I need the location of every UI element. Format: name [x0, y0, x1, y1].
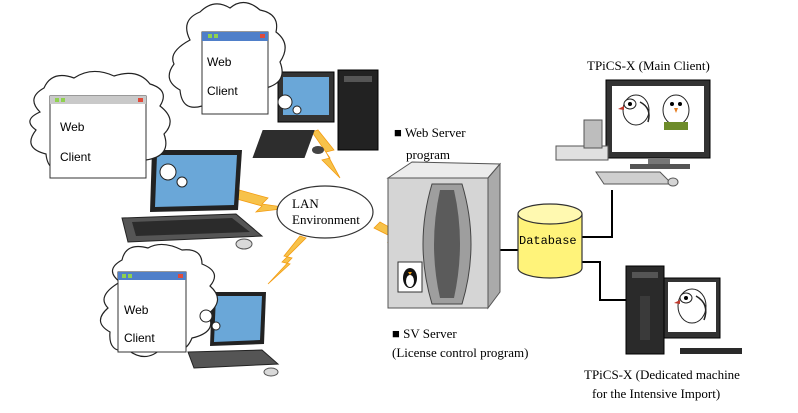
bird-mascot-icon — [674, 288, 707, 324]
web-client-top-line2: Client — [207, 84, 238, 98]
main-client-pc — [555, 79, 711, 187]
db-to-main-client-line — [580, 190, 613, 238]
database-cylinder: Database — [517, 203, 583, 279]
laptop-base — [187, 349, 280, 369]
server-machine — [386, 161, 502, 310]
window-titlebar — [202, 32, 268, 41]
web-client-bottom-line2: Client — [124, 331, 155, 345]
lan-label-line2: Environment — [292, 212, 360, 227]
browser-window — [117, 271, 187, 353]
lightning-bolt-top — [311, 129, 341, 179]
web-client-cloud-top: Web Client — [168, 1, 302, 115]
keyboard-icon — [680, 348, 742, 354]
db-to-dedicated-line — [580, 261, 628, 301]
window-titlebar — [50, 96, 146, 104]
client-laptop-bottom — [187, 292, 280, 377]
window-titlebar — [118, 272, 186, 280]
mouse-icon — [235, 238, 253, 250]
keyboard-icon — [252, 130, 315, 158]
mouse-icon — [312, 146, 324, 154]
mouse-icon — [263, 367, 279, 377]
lan-environment: LAN Environment — [276, 185, 374, 239]
database-label: Database — [519, 234, 577, 248]
mouse-icon — [667, 177, 679, 187]
dedicated-label-line2: for the Intensive Import) — [592, 386, 720, 401]
lan-ellipse — [276, 185, 374, 239]
browser-window — [49, 95, 147, 179]
web-client-bottom-line1: Web — [124, 303, 149, 317]
bird-mascot-icon — [662, 94, 690, 130]
web-client-cloud-left: Web Client — [29, 70, 188, 188]
web-client-cloud-bottom: Web Client — [99, 243, 221, 358]
sv-server-label-line1: ■ SV Server — [392, 326, 457, 341]
lightning-bolt-bottom — [267, 235, 307, 285]
sv-server-label-line2: (License control program) — [392, 345, 528, 360]
web-client-left-line2: Client — [60, 150, 91, 164]
browser-window — [201, 31, 269, 115]
web-client-top-line1: Web — [207, 55, 232, 69]
dedicated-pc — [625, 265, 742, 355]
lan-label-line1: LAN — [292, 196, 319, 211]
keyboard-icon — [595, 171, 674, 185]
web-server-label-line1: ■ Web Server — [394, 125, 466, 140]
lightning-bolts — [225, 129, 421, 285]
desktop-unit — [555, 145, 609, 161]
dedicated-label-line1: TPiCS-X (Dedicated machine — [584, 367, 740, 382]
web-client-left-line1: Web — [60, 120, 85, 134]
main-client-label: TPiCS-X (Main Client) — [587, 58, 710, 73]
web-server-label-line2: program — [406, 147, 450, 162]
bird-mascot-icon — [618, 94, 650, 126]
tower-icon — [337, 69, 379, 151]
